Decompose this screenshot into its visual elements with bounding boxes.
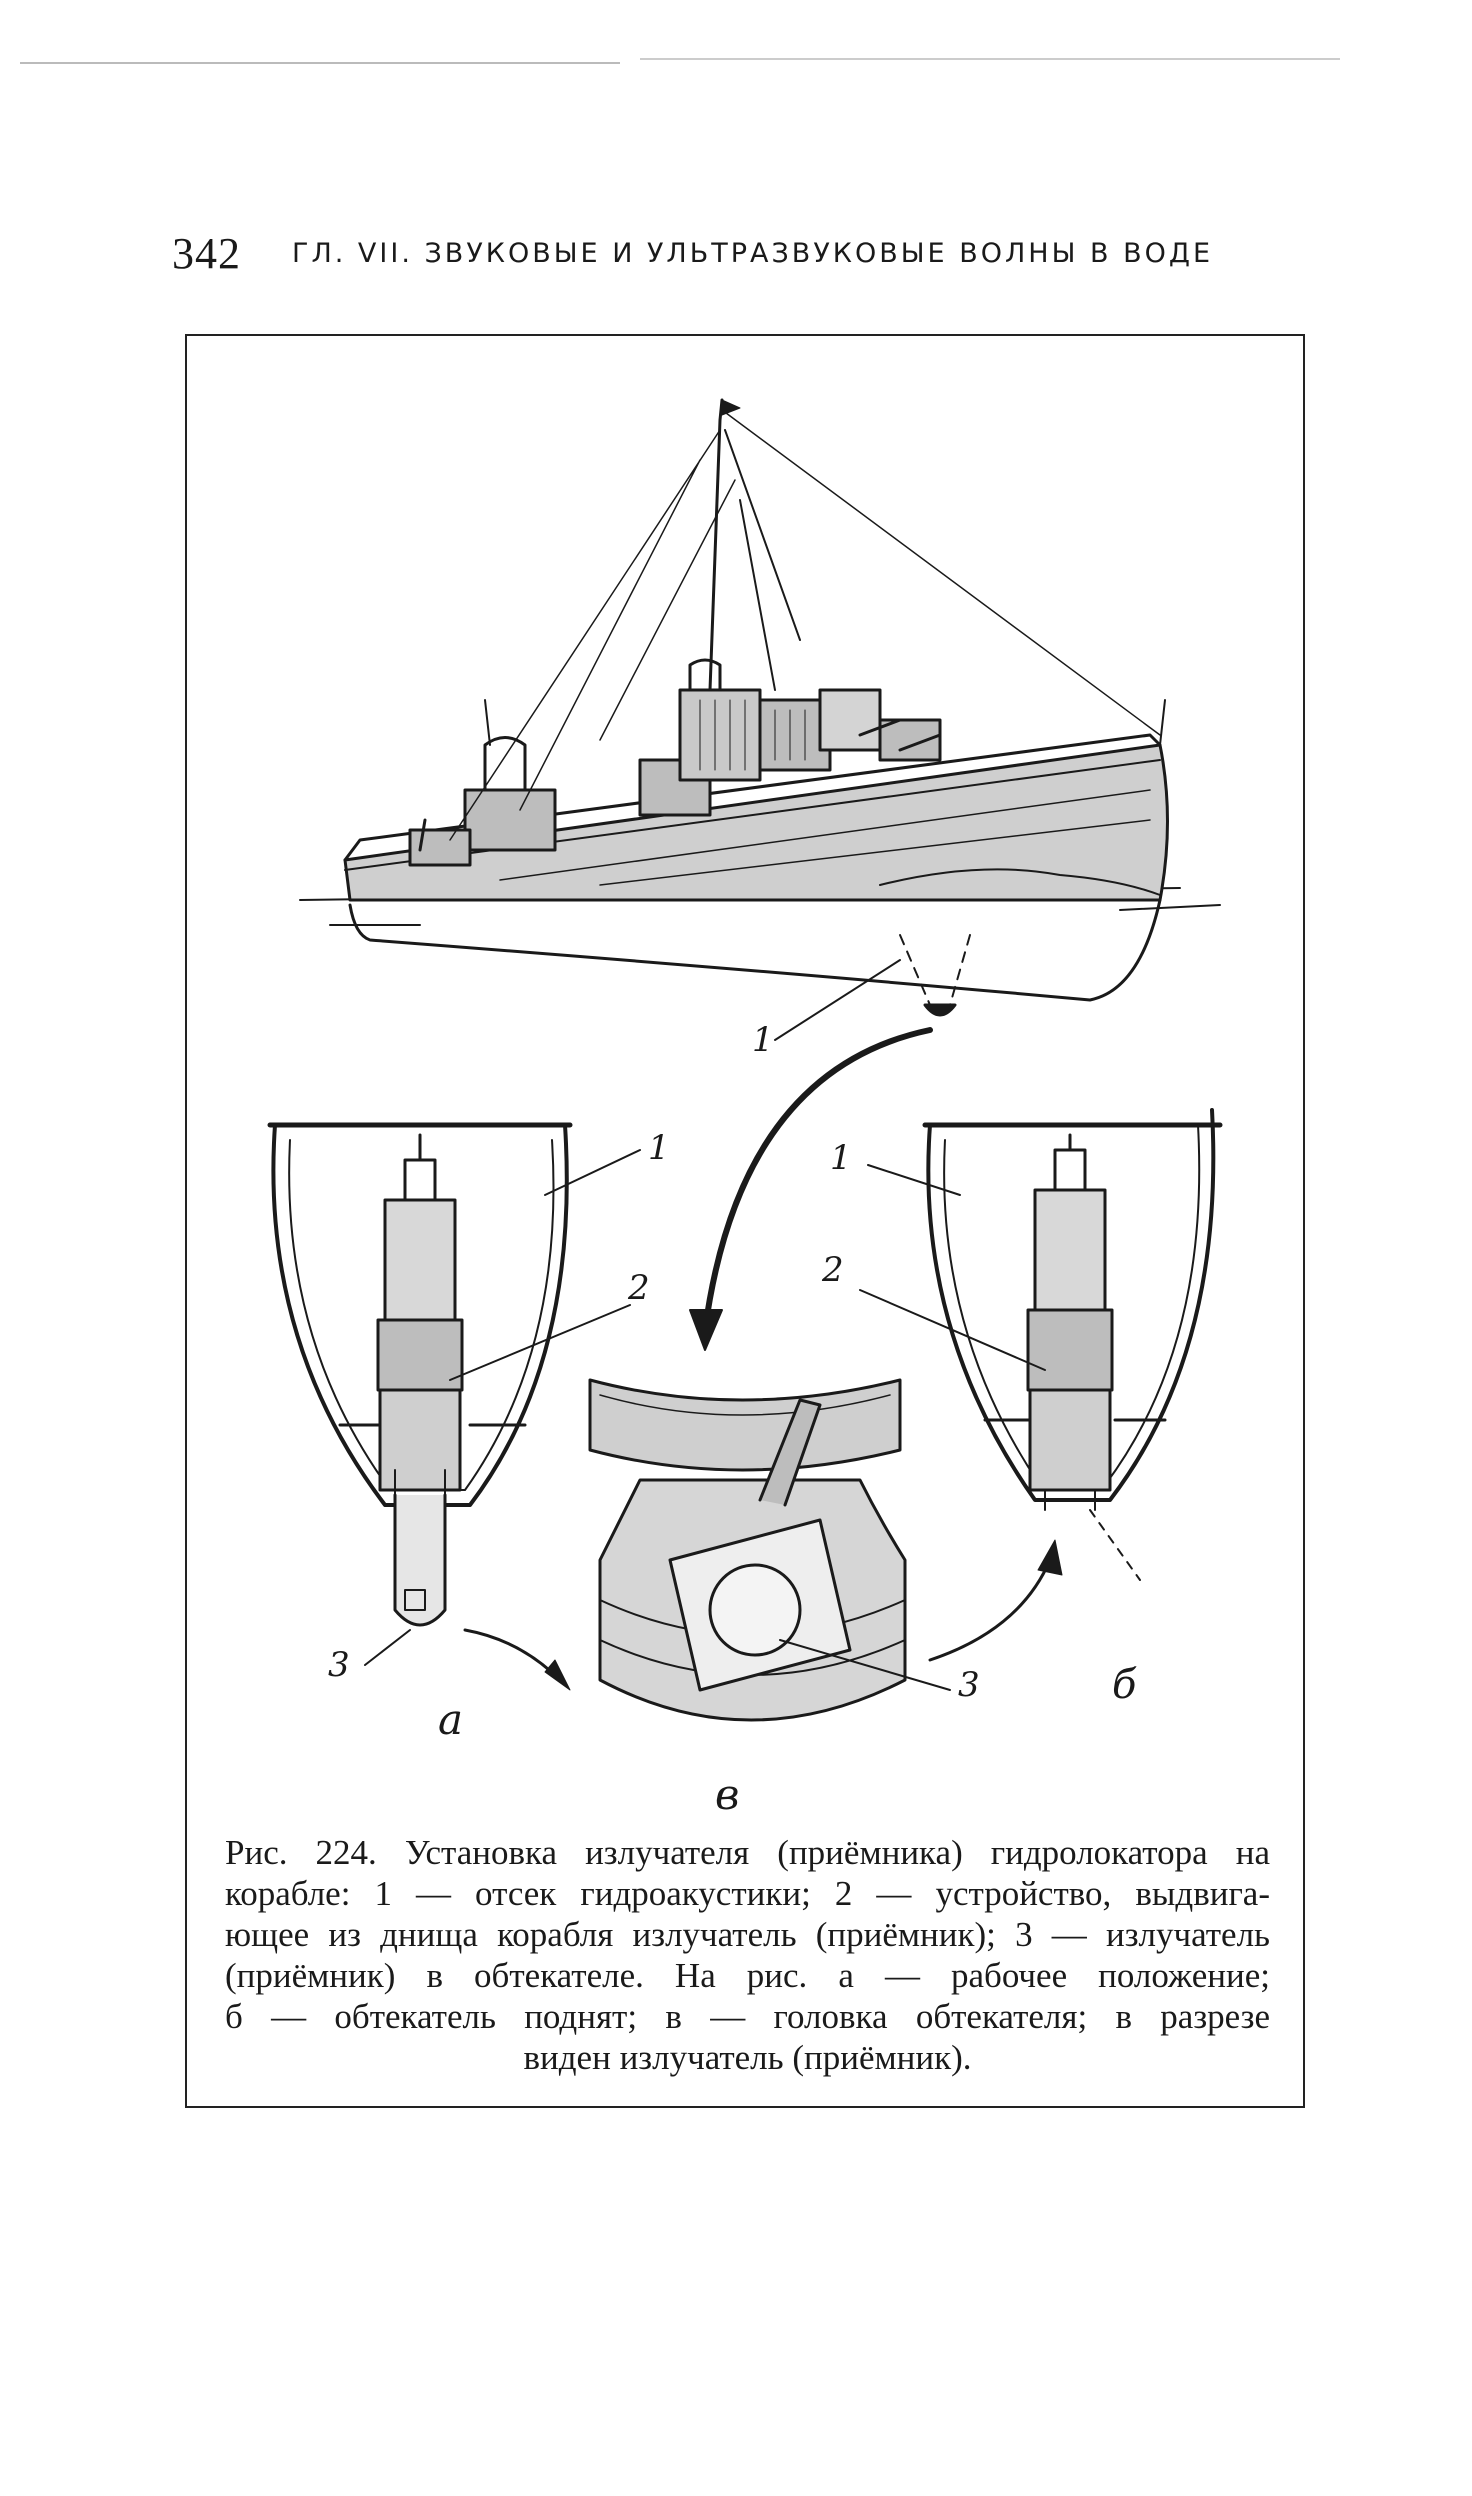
label-panel-b: б — [1112, 1662, 1137, 1708]
panel-a-illustration — [267, 1122, 641, 1691]
label-a-2: 2 — [628, 1268, 650, 1308]
ship-illustration — [299, 398, 1221, 1041]
label-ship-1: 1 — [752, 1020, 774, 1060]
caption-line: б — обтекатель поднят; в — головка обтек… — [225, 1997, 1270, 2036]
panel-v-illustration — [588, 1378, 1063, 1722]
panel-b-illustration — [859, 1108, 1223, 1581]
label-v-3: 3 — [958, 1665, 980, 1705]
label-panel-v: в — [715, 1770, 740, 1819]
caption-line: ющее из днища корабля излучатель (приёмн… — [225, 1915, 1270, 1954]
page-number: 342 — [172, 229, 241, 278]
label-b-2: 2 — [822, 1250, 844, 1290]
caption-line: (приёмник) в обтекателе. На рис. а — раб… — [225, 1956, 1270, 1995]
caption-line: Рис. 224. Установка излучателя (приёмник… — [225, 1833, 1270, 1872]
page-header: 342 ГЛ. VII. ЗВУКОВЫЕ И УЛЬТРАЗВУКОВЫЕ В… — [0, 228, 1472, 288]
down-arrow — [702, 1027, 933, 1333]
caption-line: виден излучатель (приёмник). — [523, 2038, 972, 2077]
scan-speck — [640, 58, 1340, 60]
figure-caption: Рис. 224. Установка излучателя (приёмник… — [225, 1832, 1270, 2078]
label-b-1: 1 — [830, 1138, 852, 1178]
label-a-1: 1 — [648, 1128, 670, 1168]
caption-line: корабле: 1 — отсек гидроакустики; 2 — ус… — [225, 1874, 1270, 1913]
running-title: ГЛ. VII. ЗВУКОВЫЕ И УЛЬТРАЗВУКОВЫЕ ВОЛНЫ… — [292, 238, 1214, 269]
scan-speck — [20, 62, 620, 64]
label-a-3: 3 — [328, 1645, 350, 1685]
label-panel-a: а — [438, 1695, 464, 1744]
figure-frame — [185, 334, 1305, 2108]
